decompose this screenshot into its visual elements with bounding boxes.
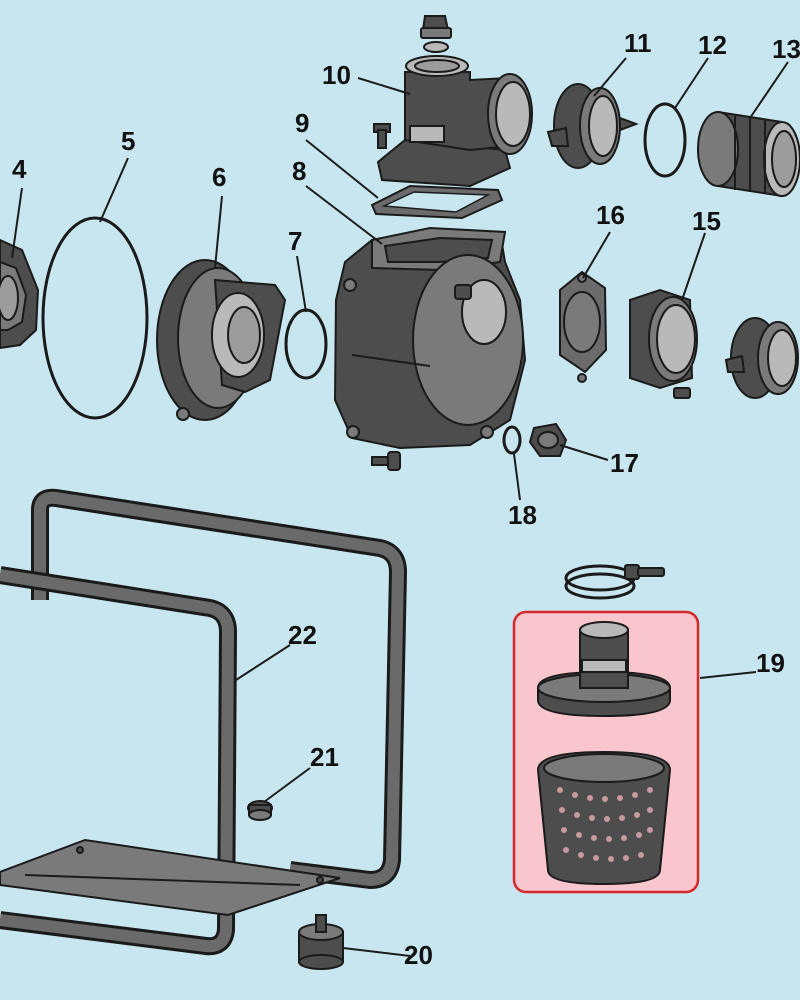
part-7-o-ring	[284, 308, 328, 380]
callout-5: 5	[121, 126, 135, 156]
callout-4: 4	[12, 154, 27, 184]
callout-11: 11	[624, 28, 652, 58]
part-15-inlet-fitting	[629, 288, 698, 399]
part-6-volute-cover	[156, 259, 287, 421]
part-17-drain-plug	[528, 422, 568, 457]
callout-labels: 4 5 6 7 8 9 10 11 12 13 15 16 17 18 19 2…	[12, 28, 800, 970]
callout-13: 13	[772, 34, 800, 64]
part-20-rubber-foot	[298, 914, 344, 970]
casing-bolt	[371, 451, 401, 471]
part-18-small-ring	[502, 425, 522, 455]
callout-22: 22	[288, 620, 317, 650]
callout-21: 21	[310, 742, 339, 772]
callout-6: 6	[212, 162, 226, 192]
callout-15: 15	[692, 206, 721, 236]
part-22-frame	[0, 488, 407, 956]
callout-8: 8	[292, 156, 306, 186]
part-5-large-o-ring	[41, 216, 149, 420]
part-21-grommet	[247, 800, 273, 821]
callout-16: 16	[596, 200, 625, 230]
part-8-pump-casing	[333, 226, 527, 450]
inlet-hose-coupling	[724, 317, 799, 399]
part-11-hose-coupling	[546, 83, 639, 169]
part-13-hose-barb	[697, 110, 800, 198]
callout-17: 17	[610, 448, 639, 478]
callout-18: 18	[508, 500, 537, 530]
part-4-impeller-housing	[0, 238, 40, 350]
callout-7: 7	[288, 226, 302, 256]
callout-10: 10	[322, 60, 351, 90]
leader-lines	[11, 57, 789, 957]
part-19-strainer	[512, 564, 700, 894]
callout-20: 20	[404, 940, 433, 970]
callout-9: 9	[295, 108, 309, 138]
part-9-gasket	[370, 184, 504, 220]
callout-19: 19	[756, 648, 785, 678]
part-12-o-ring	[643, 102, 687, 178]
callout-12: 12	[698, 30, 727, 60]
part-16-valve-gasket	[559, 270, 608, 383]
part-10-discharge-elbow	[373, 15, 533, 188]
